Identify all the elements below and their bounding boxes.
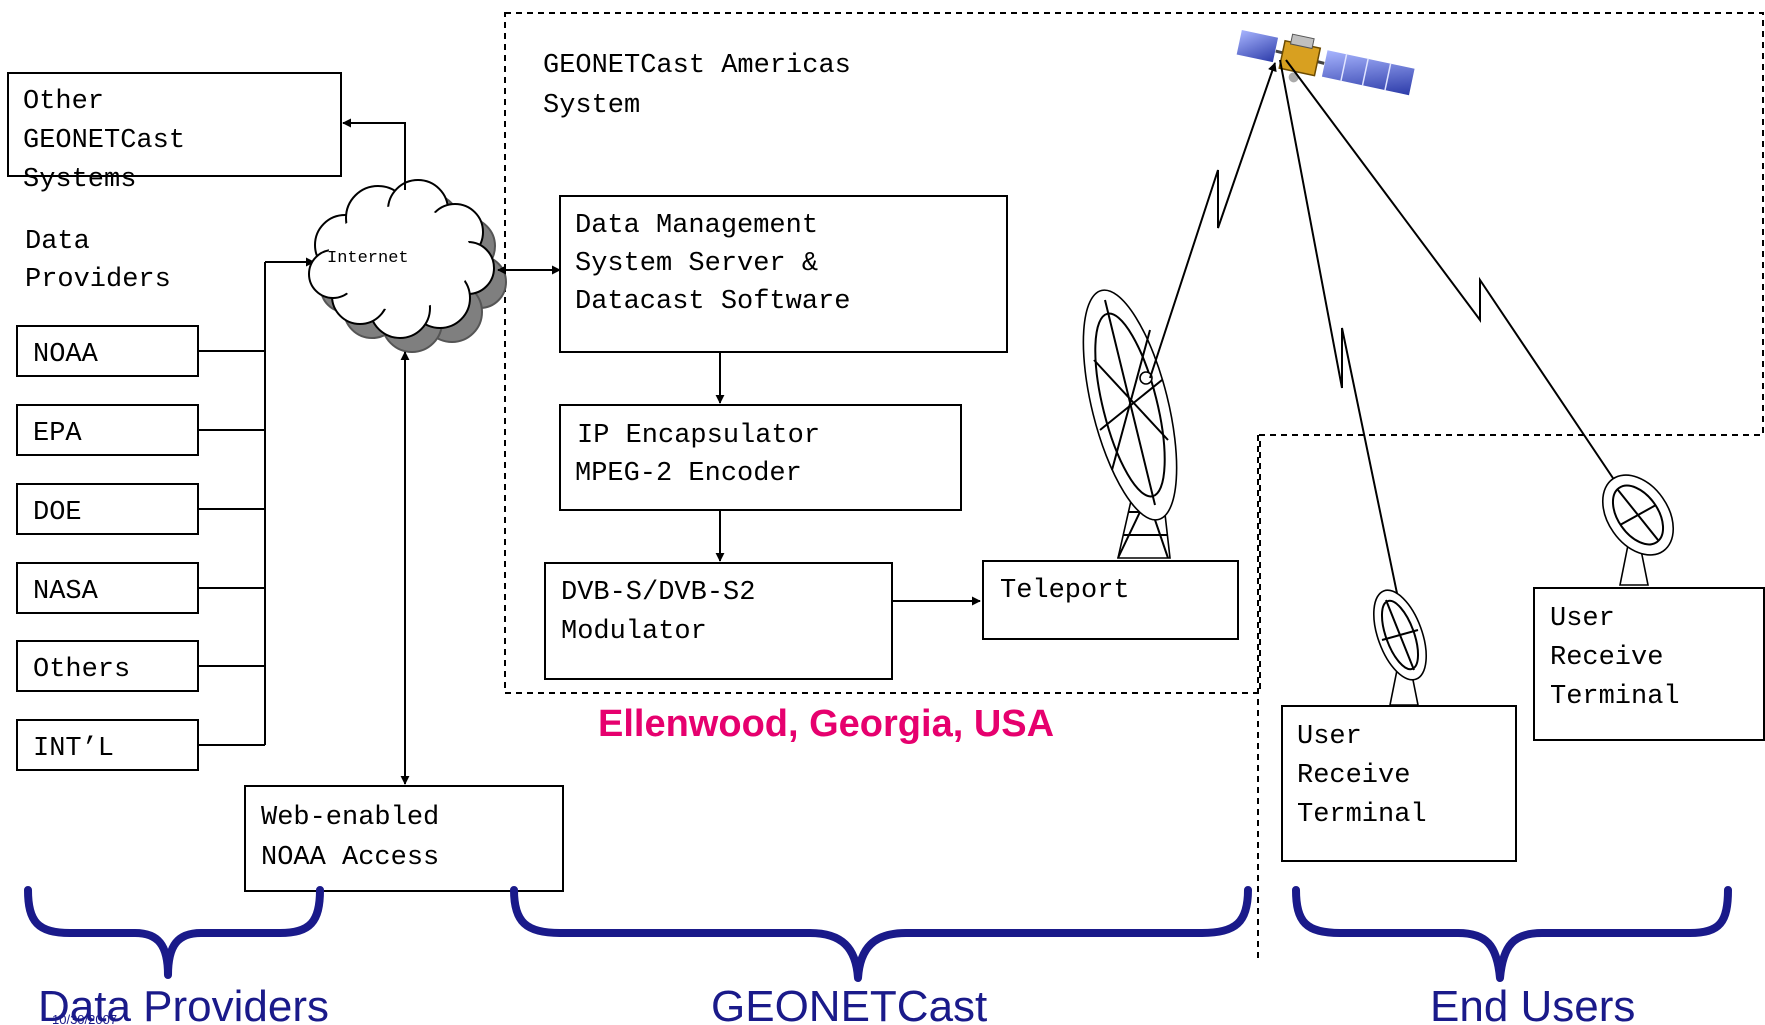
group-label-data-providers: Data Providers [38, 982, 329, 1025]
group-label-end-users: End Users [1430, 982, 1635, 1025]
location-label: Ellenwood, Georgia, USA [598, 703, 1054, 745]
data-providers-heading-line: Providers [25, 265, 171, 295]
teleport-label: Teleport [1000, 576, 1130, 606]
encapsulator-box: IP Encapsulator MPEG-2 Encoder [559, 404, 962, 511]
modulator-line: DVB-S/DVB-S2 [561, 578, 755, 608]
provider-label: EPA [33, 419, 82, 449]
encapsulator-line: IP Encapsulator [577, 421, 820, 451]
provider-intl: INT’L [16, 719, 199, 771]
user-terminal-line: Receive [1550, 643, 1663, 673]
provider-noaa: NOAA [16, 325, 199, 377]
encapsulator-line: MPEG-2 Encoder [575, 459, 802, 489]
user-dish-icon [1601, 474, 1675, 586]
geonetcast-system-title-line: GEONETCast Americas [543, 51, 851, 81]
cloud-icon [308, 179, 507, 353]
provider-epa: EPA [16, 404, 199, 456]
data-providers-brace [24, 886, 324, 979]
geonetcast-brace [510, 886, 1252, 982]
provider-nasa: NASA [16, 562, 199, 614]
geonetcast-system-boundary [504, 12, 1764, 694]
other-systems-line: GEONETCast [23, 126, 185, 156]
other-systems-line: Other [23, 87, 104, 117]
dms-server-line: Data Management [575, 211, 818, 241]
web-access-box: Web-enabled NOAA Access [244, 785, 564, 892]
provider-others: Others [16, 640, 199, 692]
cloud-to-other-systems-arrow [342, 118, 406, 190]
footer-date: 10/30/2007 [52, 1012, 117, 1025]
dms-server-line: Datacast Software [575, 287, 850, 317]
user-terminal-line: User [1297, 722, 1362, 752]
web-access-line: NOAA Access [261, 843, 439, 873]
teleport-dish-icon [1082, 289, 1178, 559]
user-terminal-2-box: User Receive Terminal [1533, 587, 1765, 741]
other-systems-line: Systems [23, 165, 136, 195]
provider-doe: DOE [16, 483, 199, 535]
user-terminal-line: Receive [1297, 761, 1410, 791]
internet-label: Internet [327, 249, 409, 268]
other-systems-box: Other GEONETCast Systems [7, 72, 342, 195]
dms-server-box: Data Management System Server & Datacast… [559, 195, 1008, 353]
downlink-signal-terminal-1 [1279, 59, 1413, 657]
user-dish-icon [1373, 589, 1427, 706]
satellite-icon [1235, 28, 1416, 97]
provider-label: INT’L [33, 734, 114, 764]
user-terminal-line: Terminal [1550, 682, 1680, 712]
group-label-geonetcast: GEONETCast [711, 982, 987, 1025]
provider-label: Others [33, 655, 130, 685]
end-users-brace [1292, 886, 1732, 982]
data-providers-heading-line: Data [25, 227, 90, 257]
user-terminal-1-box: User Receive Terminal [1281, 705, 1517, 862]
teleport-box: Teleport [982, 560, 1239, 640]
modulator-line: Modulator [561, 617, 707, 647]
user-terminal-line: Terminal [1297, 800, 1427, 830]
provider-connectors [198, 257, 315, 746]
web-access-line: Web-enabled [261, 803, 439, 833]
modulator-box: DVB-S/DVB-S2 Modulator [544, 562, 893, 680]
dms-server-line: System Server & [575, 249, 818, 279]
provider-label: NASA [33, 577, 99, 607]
provider-label: NOAA [33, 340, 99, 370]
uplink-signal [1149, 62, 1277, 379]
provider-label: DOE [33, 498, 82, 528]
downlink-signal-terminal-2 [1285, 59, 1626, 497]
user-terminal-line: User [1550, 604, 1615, 634]
geonetcast-system-title-line: System [543, 91, 640, 121]
